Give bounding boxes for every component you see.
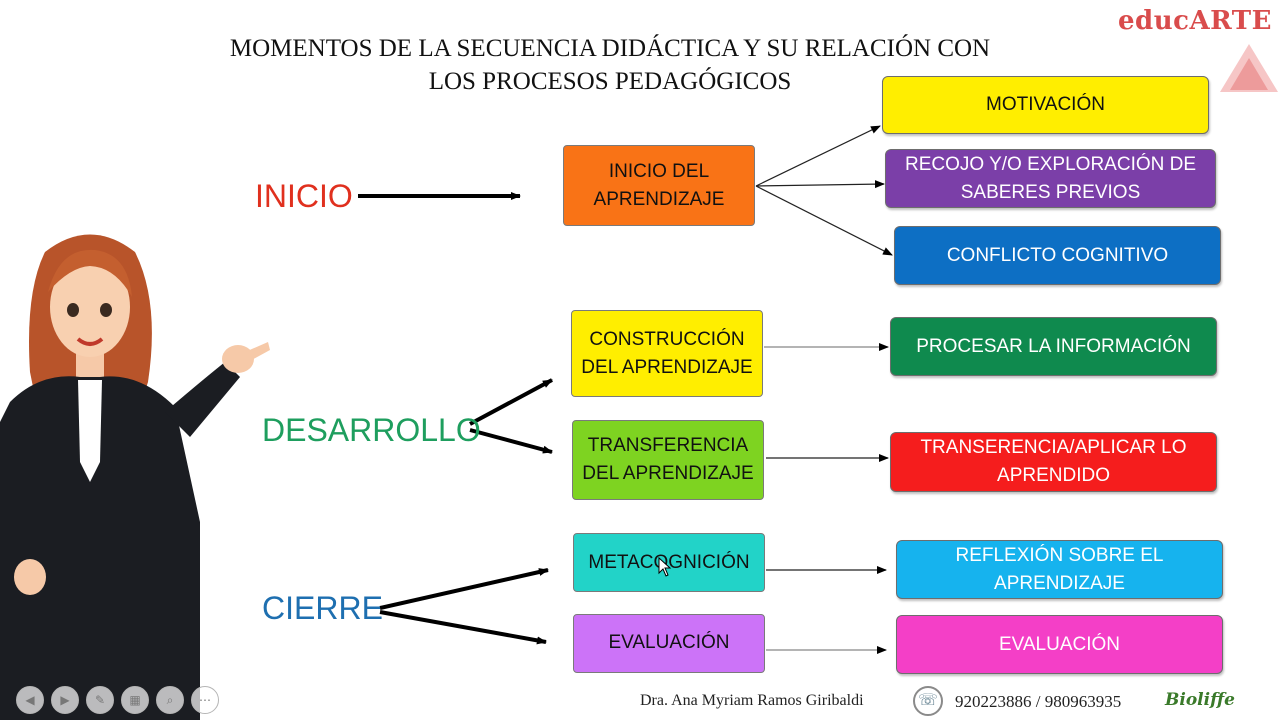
box-recojo: RECOJO Y/O EXPLORACIÓN DE SABERES PREVIO… — [885, 149, 1216, 208]
title-line-1: MOMENTOS DE LA SECUENCIA DIDÁCTICA Y SU … — [229, 35, 991, 62]
footer-phones: 920223886 / 980963935 — [955, 692, 1122, 711]
slides-icon[interactable]: ▦ — [121, 686, 149, 714]
box-evaluacion-mid: EVALUACIÓN — [573, 614, 765, 673]
box-metacognicion: METACOGNICIÓN — [573, 533, 765, 592]
box-evaluacion: EVALUACIÓN — [896, 615, 1223, 674]
box-transferencia-aplicar: TRANSERENCIA/APLICAR LO APRENDIDO — [890, 432, 1217, 492]
box-procesar: PROCESAR LA INFORMACIÓN — [890, 317, 1217, 376]
footer-author: Dra. Ana Myriam Ramos Giribaldi — [640, 692, 864, 709]
title-line-2: LOS PROCESOS PEDAGÓGICOS — [428, 68, 792, 95]
phase-desarrollo: DESARROLLO — [262, 412, 481, 448]
box-conflicto: CONFLICTO COGNITIVO — [894, 226, 1221, 285]
box-reflexion: REFLEXIÓN SOBRE EL APRENDIZAJE — [896, 540, 1223, 599]
pen-icon[interactable]: ✎ — [86, 686, 114, 714]
presenter-illustration — [0, 234, 270, 720]
mouse-cursor-icon — [658, 557, 672, 577]
brand-logo: educARTE — [1118, 6, 1272, 36]
phone-icon: ☏ — [913, 686, 943, 716]
slide-nav-toolbar: ◀ ▶ ✎ ▦ ⌕ ⋯ — [16, 686, 219, 714]
page-title: MOMENTOS DE LA SECUENCIA DIDÁCTICA Y SU … — [160, 32, 1060, 98]
more-icon[interactable]: ⋯ — [191, 686, 219, 714]
brand-triangle-icon — [1220, 44, 1278, 92]
phase-cierre: CIERRE — [262, 590, 383, 626]
prev-icon[interactable]: ◀ — [16, 686, 44, 714]
phase-inicio: INICIO — [255, 178, 353, 214]
next-icon[interactable]: ▶ — [51, 686, 79, 714]
bioliffe-logo: Bioliffe — [1165, 690, 1235, 710]
box-transferencia: TRANSFERENCIA DEL APRENDIZAJE — [572, 420, 764, 500]
box-inicio-aprendizaje: INICIO DEL APRENDIZAJE — [563, 145, 755, 226]
box-construccion: CONSTRUCCIÓN DEL APRENDIZAJE — [571, 310, 763, 397]
zoom-icon[interactable]: ⌕ — [156, 686, 184, 714]
box-motivacion: MOTIVACIÓN — [882, 76, 1209, 134]
